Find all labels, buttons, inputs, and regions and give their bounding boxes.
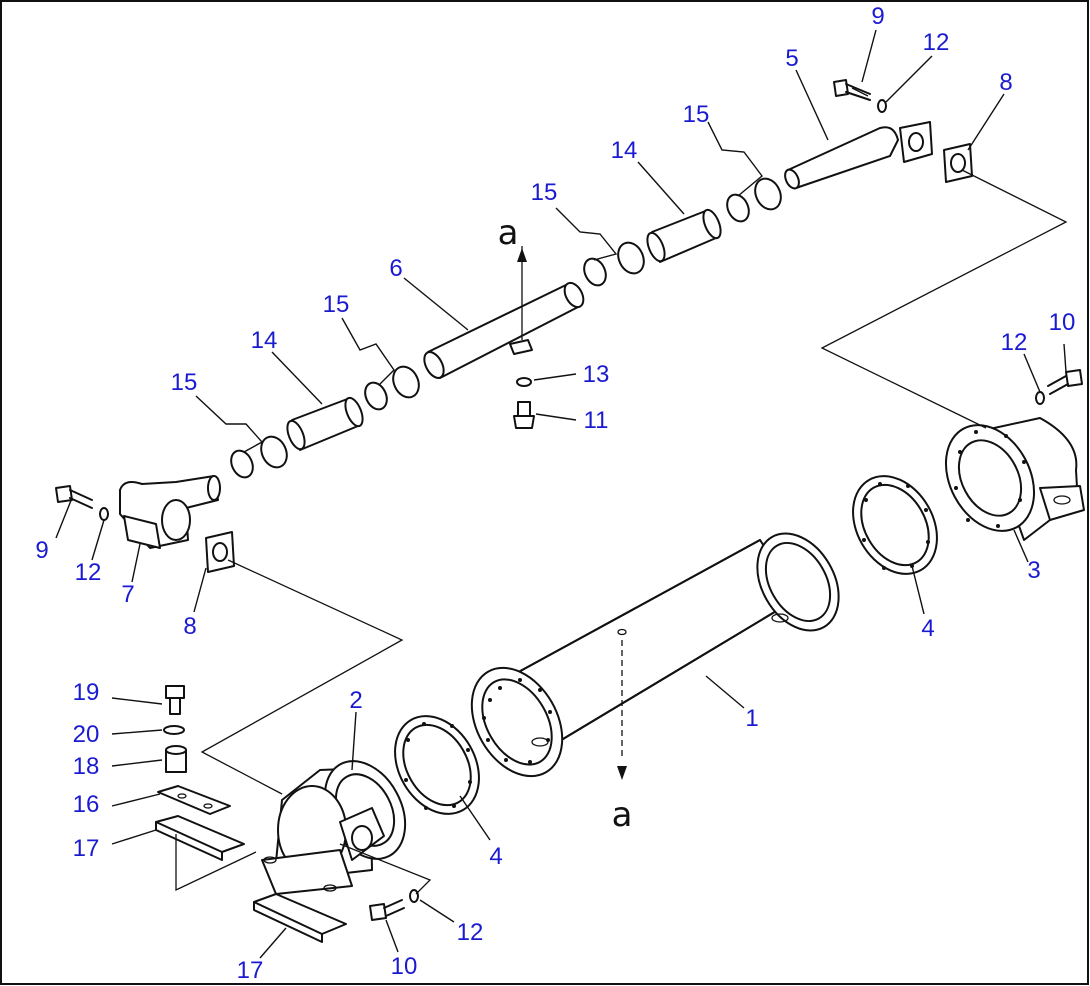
part-14-hose-right [646,208,722,263]
callout-12-top: 12 [923,29,950,56]
reference-mark-top: a [498,213,519,253]
bolt-10-right [1047,369,1083,395]
callout-17-a: 17 [73,835,100,862]
reference-mark-bottom: a [612,795,633,835]
callout-8-top: 8 [999,69,1012,96]
callout-8-left: 8 [183,613,196,640]
washer-12-left [99,507,109,521]
part-16-plate [157,785,231,815]
part-6-pipe [423,281,585,379]
washer-12-top [877,99,887,113]
bolt-11 [513,401,535,429]
part-17-plate-bottom [253,893,347,943]
bolt-10-bottom [369,899,405,921]
callout-13: 13 [583,361,610,388]
part-20-washer [163,725,185,735]
callout-15-c: 15 [323,291,350,318]
callout-14-b: 14 [251,327,278,354]
assembly-lines [175,169,1068,895]
part-14-hose-left [286,396,364,451]
callout-15-d: 15 [171,369,198,396]
bolt-9-left [55,485,93,509]
callout-12-left: 12 [75,559,102,586]
callout-leaders [55,29,1067,959]
callout-10-right: 10 [1049,309,1076,336]
callout-5: 5 [785,45,798,72]
part-7-elbow [119,475,221,549]
callout-16: 16 [73,791,100,818]
callout-15-a: 15 [683,101,710,128]
callout-11: 11 [584,407,609,434]
callout-12-right: 12 [1001,329,1028,356]
callout-4-left: 4 [489,843,502,870]
callout-7: 7 [121,581,134,608]
bolt-9-top [833,79,871,101]
part-19-bolt [165,685,185,715]
part-4-gasket-left [394,715,480,815]
washer-12-right [1035,391,1045,405]
callout-2: 2 [349,687,362,714]
callout-9-left: 9 [35,537,48,564]
callout-6: 6 [389,255,402,282]
callout-14-a: 14 [611,137,638,164]
washer-13 [516,377,532,387]
callout-18: 18 [73,753,100,780]
part-1-cylinder [470,532,840,778]
part-18-spacer [165,745,187,773]
part-17-plate-top [155,815,245,861]
callout-17-b: 17 [237,957,264,984]
callout-10-bottom: 10 [391,953,418,980]
part-15-clamps [230,177,782,479]
part-8-gasket-left [205,531,235,573]
callout-15-b: 15 [531,179,558,206]
callout-9-top: 9 [871,3,884,30]
washer-12-bottom [409,889,419,903]
callout-1: 1 [745,705,758,732]
callout-20: 20 [73,721,100,748]
callout-12-bottom: 12 [457,919,484,946]
part-4-gasket-right [852,475,938,575]
callout-3: 3 [1027,557,1040,584]
part-3-end-cap [944,417,1085,541]
callout-19: 19 [73,679,100,706]
callout-4-right: 4 [921,615,934,642]
part-2-end-cap [261,760,407,895]
part-5-bent-pipe [784,121,933,190]
part-8-gasket-top [943,143,973,183]
